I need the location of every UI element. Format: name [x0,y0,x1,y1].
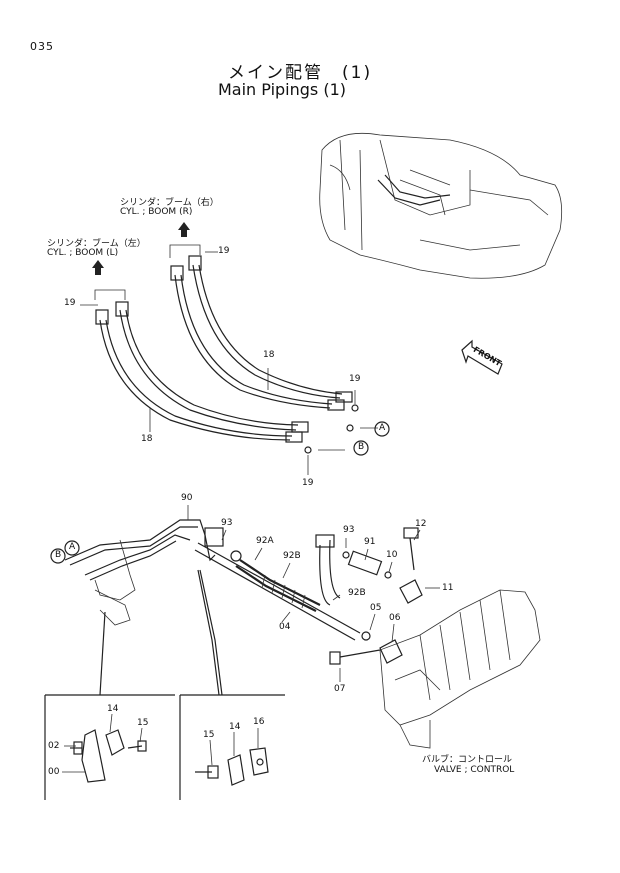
circle-callouts [50,421,390,564]
page-title-japanese: メイン配管 (1) [228,63,373,83]
cyl-boom-l-label-jp: シリンダ：ブーム（左） [47,239,146,249]
part-number: 92B [283,551,301,561]
part-number: 14 [229,722,241,732]
detail-frames [44,569,285,800]
part-number: 06 [389,613,401,623]
lower-leaders [62,505,440,773]
page-title-english: Main Pipings (1) [218,80,347,99]
part-number: 02 [48,741,60,751]
upper-leaders [80,222,378,475]
part-number: 14 [107,704,119,714]
part-number: 07 [334,684,346,694]
callout-b: B [358,442,365,452]
part-number: 00 [48,767,60,777]
part-number: 19 [302,478,314,488]
part-number: 91 [364,537,376,547]
control-valve [379,589,541,749]
part-number: 16 [253,717,265,727]
valve-label-jp: バルブ：コントロール [422,755,513,765]
page-number: 035 [30,40,54,53]
upper-hoses [95,255,359,454]
machine-outline [319,132,563,279]
cyl-boom-r-label-en: CYL. ; BOOM (R) [120,207,193,217]
part-number: 92A [256,536,274,546]
part-number: 19 [64,298,76,308]
front-arrow [461,339,503,375]
part-number: 11 [442,583,454,593]
part-number: 15 [203,730,215,740]
valve-label-en: VALVE ; CONTROL [434,765,515,775]
callout-b-lower: B [55,550,62,560]
part-number: 93 [343,525,355,535]
part-number: 92B [348,588,366,598]
part-number: 05 [370,603,382,613]
lower-piping [64,519,423,665]
callout-a: A [379,423,386,433]
cyl-boom-r-label-jp: シリンダ：ブーム（右） [120,198,219,208]
part-number: 90 [181,493,193,503]
part-number: 15 [137,718,149,728]
part-number: 10 [386,550,398,560]
callout-a-lower: A [69,542,76,552]
part-number: 19 [218,246,230,256]
part-number: 93 [221,518,233,528]
cyl-boom-l-label-en: CYL. ; BOOM (L) [47,248,119,258]
part-number: 18 [141,434,153,444]
detail-right-parts [195,747,269,786]
part-number: 12 [415,519,427,529]
part-number: 18 [263,350,275,360]
part-number: 19 [349,374,361,384]
detail-left-parts [70,729,147,783]
part-number: 04 [279,622,291,632]
